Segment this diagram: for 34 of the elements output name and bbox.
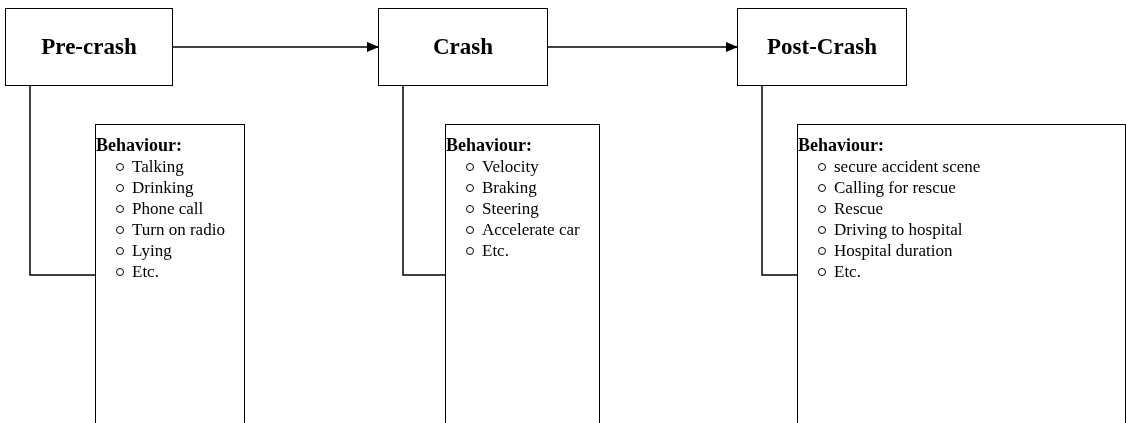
list-heading: Behaviour:: [446, 135, 532, 156]
list-item: Talking: [132, 156, 184, 177]
list-item: Accelerate car: [482, 219, 580, 240]
list-item: Velocity: [482, 156, 539, 177]
list-item: Phone call: [132, 198, 204, 219]
connector-line: [402, 85, 446, 276]
list-heading: Behaviour:: [96, 135, 182, 156]
stage-title: Pre-crash: [41, 34, 137, 60]
list-item: Steering: [482, 198, 539, 219]
list-item: Etc.: [482, 240, 509, 261]
list-item: Braking: [482, 177, 537, 198]
list-item: Rescue: [834, 198, 884, 219]
list-item: Lying: [132, 240, 172, 261]
arrow: [547, 42, 738, 52]
connector-line: [29, 85, 96, 276]
connector-line: [761, 85, 798, 276]
list-box: [445, 124, 600, 423]
list-box: [797, 124, 1126, 423]
list-item: Hospital duration: [834, 240, 953, 261]
list-box: [95, 124, 245, 423]
list-item: secure accident scene: [834, 156, 981, 177]
stage-title: Crash: [432, 34, 494, 60]
arrow: [172, 42, 379, 52]
stage-box: [5, 8, 173, 86]
list-item: Drinking: [132, 177, 194, 198]
list-heading: Behaviour:: [798, 135, 884, 156]
stage-box: [737, 8, 907, 86]
list-item: Etc.: [132, 261, 159, 282]
stage-title: Post-Crash: [767, 34, 877, 60]
stage-box: [378, 8, 548, 86]
list-item: Etc.: [834, 261, 861, 282]
list-item: Driving to hospital: [834, 219, 963, 240]
list-item: Calling for rescue: [834, 177, 956, 198]
list-item: Turn on radio: [132, 219, 225, 240]
